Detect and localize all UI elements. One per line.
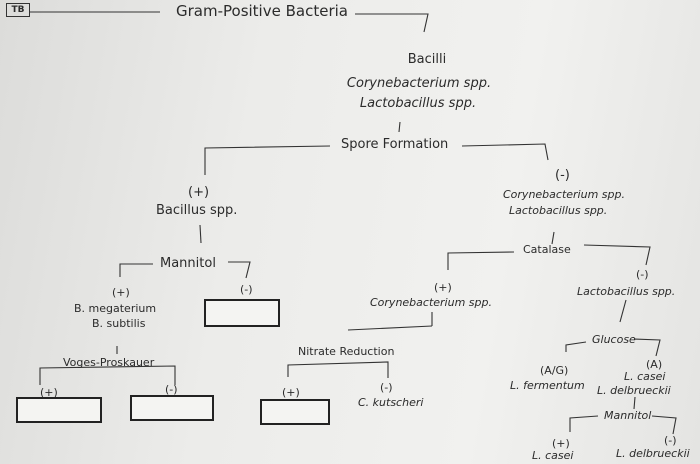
mannitol1-negative-result-box — [204, 299, 280, 327]
spore-negative-sign: (-) — [555, 168, 570, 183]
mannitol2-negative-name: L. delbrueckii — [616, 447, 690, 460]
mannitol1-left-branch — [119, 263, 153, 277]
catalase-negative-sign: (-) — [636, 268, 649, 281]
coryne-to-nitrate — [347, 325, 433, 331]
catalase-positive-sign: (+) — [434, 281, 452, 294]
nitrate-positive-result-box — [260, 399, 330, 425]
spore-negative-name-2: Lactobacillus spp. — [509, 204, 608, 217]
spore-formation-label: Spore Formation — [341, 137, 449, 152]
mannitol1-positive-sign: (+) — [112, 286, 130, 299]
logo-icon: TB — [6, 3, 30, 17]
voges-branches — [39, 365, 176, 385]
voges-positive-result-box — [16, 397, 102, 423]
mannitol2-label: Mannitol — [604, 409, 652, 422]
catalase-negative-name: Lactobacillus spp. — [577, 285, 676, 298]
title-connector — [355, 13, 429, 33]
bacillus-stem — [199, 224, 202, 244]
bacilli-heading: Bacilli — [407, 52, 447, 67]
glucose-a-sign: (A) — [646, 358, 663, 371]
spore-positive-sign: (+) — [188, 185, 210, 200]
bacilli-tick — [398, 121, 401, 133]
bacilli-genus-lactobacillus: Lactobacillus spp. — [359, 96, 477, 111]
mannitol1-negative-sign: (-) — [240, 283, 253, 296]
glucose-right-branch — [633, 338, 661, 357]
spore-right-branch — [461, 143, 549, 161]
glucose-left-branch — [565, 341, 587, 352]
bacilli-genus-corynebacterium: Corynebacterium spp. — [346, 76, 492, 91]
mannitol2-left-branch — [569, 415, 599, 432]
mannitol1-positive-name-1: B. megaterium — [74, 302, 157, 315]
voges-positive-sign: (+) — [40, 386, 58, 399]
spore-positive-name: Bacillus spp. — [156, 203, 238, 218]
catalase-positive-name: Corynebacterium spp. — [370, 296, 492, 309]
catalase-right-branch — [583, 244, 651, 266]
lactobacillus-stem — [619, 299, 627, 323]
glucose-a-name-1: L. casei — [624, 370, 666, 383]
spore-left-branch — [204, 145, 331, 175]
nitrate-branches — [287, 361, 389, 378]
glucose-ag-name: L. fermentum — [510, 379, 585, 392]
nitrate-negative-sign: (-) — [380, 381, 393, 394]
glucose-label: Glucose — [592, 333, 636, 346]
nitrate-reduction-label: Nitrate Reduction — [298, 345, 395, 358]
mannitol2-positive-sign: (+) — [552, 437, 570, 450]
catalase-left-branch — [447, 251, 515, 270]
delbrueckii-stem — [633, 396, 636, 410]
glucose-a-name-2: L. delbrueckii — [597, 384, 671, 397]
nitrate-negative-name: C. kutscheri — [358, 396, 424, 409]
voges-negative-sign: (-) — [165, 383, 178, 396]
catalase-label: Catalase — [523, 243, 571, 256]
mannitol2-positive-name: L. casei — [532, 449, 574, 462]
mannitol2-right-branch — [651, 415, 677, 435]
voges-proskauer-label: Voges-Proskauer — [63, 356, 155, 369]
mannitol2-negative-sign: (-) — [664, 434, 677, 447]
voges-negative-result-box — [130, 395, 214, 421]
glucose-ag-sign: (A/G) — [540, 364, 569, 377]
mannitol1-right-branch — [228, 261, 251, 279]
mannitol1-positive-name-2: B. subtilis — [92, 317, 146, 330]
diagram-title: Gram-Positive Bacteria — [176, 2, 348, 20]
nitrate-positive-sign: (+) — [282, 386, 300, 399]
spore-negative-name-1: Corynebacterium spp. — [503, 188, 625, 201]
lacto-stem — [551, 231, 555, 245]
mannitol1-label: Mannitol — [160, 256, 216, 271]
